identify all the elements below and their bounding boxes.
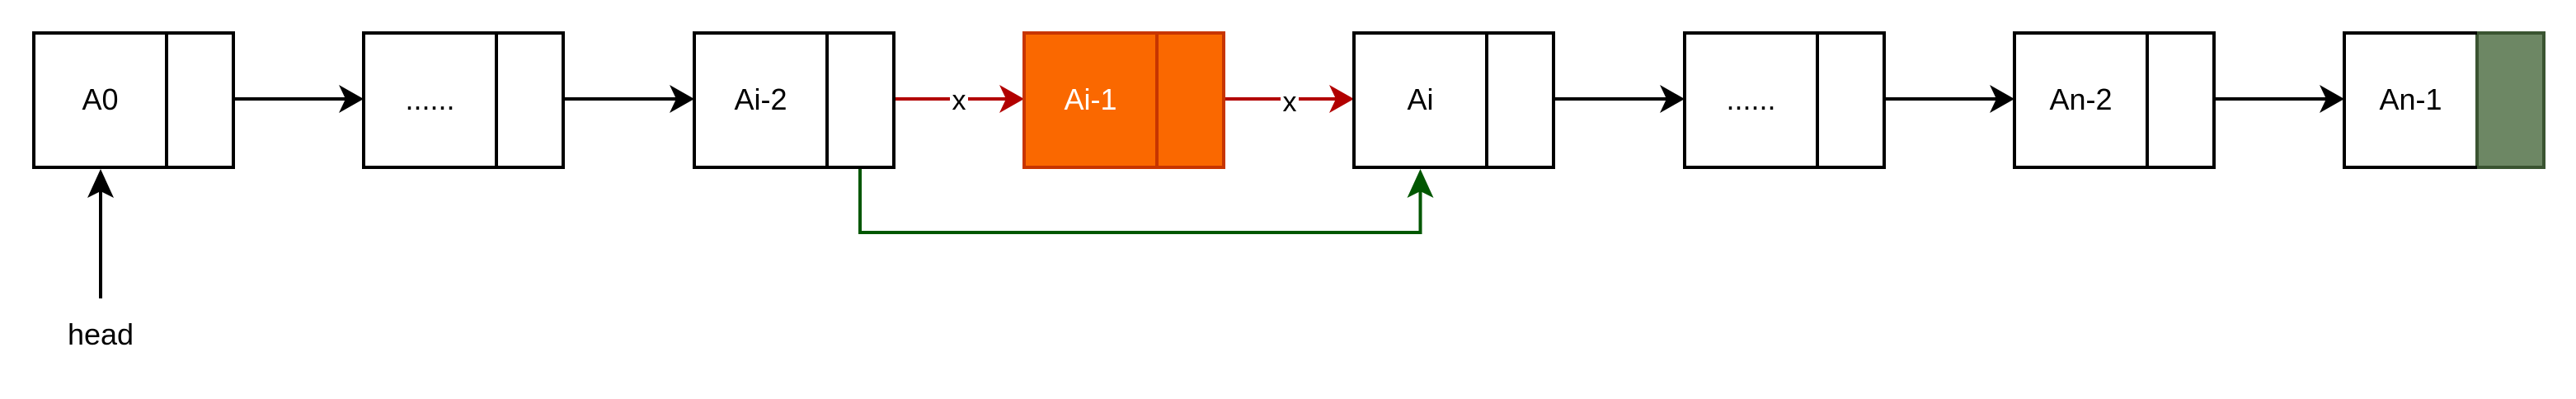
node-pointer-cell	[1485, 31, 1555, 169]
list-node: An-2	[2013, 31, 2216, 169]
head-arrowhead-icon	[87, 169, 114, 198]
link-arrowhead-icon	[999, 85, 1024, 113]
node-label: A0	[82, 82, 118, 116]
link-arrowhead-icon	[1329, 85, 1354, 113]
node-pointer-cell	[1816, 31, 1886, 169]
head-label: head	[68, 317, 134, 351]
node-label: Ai-1	[1064, 82, 1116, 116]
node-pointer-cell	[825, 31, 895, 169]
list-node: ......	[1683, 31, 1886, 169]
link-new	[858, 134, 1434, 234]
node-pointer-cell	[2146, 31, 2216, 169]
node-pointer-cell	[495, 31, 565, 169]
node-data-cell	[1683, 31, 1819, 169]
list-node: An-1	[2343, 31, 2545, 169]
cut-mark-bg	[950, 91, 968, 109]
link-removed: x	[1190, 85, 1354, 118]
list-node: A0	[32, 31, 235, 169]
node-label: ......	[405, 82, 454, 116]
node-pointer-cell	[1155, 31, 1225, 169]
link-arrowhead-icon	[1990, 85, 2014, 113]
link-arrowhead-icon	[1660, 85, 1685, 113]
link-arrowhead-icon	[670, 85, 694, 113]
nodes-layer: A0...... Ai-2 Ai-1 Ai...... An-2 An-1	[32, 31, 2545, 169]
cut-mark-label: x	[952, 85, 966, 116]
link-arrowhead-icon	[339, 85, 364, 113]
list-node: Ai-2	[693, 31, 895, 169]
null-pointer-cell	[2475, 31, 2545, 169]
link-arrowhead-icon	[2320, 85, 2344, 113]
head-pointer-group: head	[68, 169, 134, 351]
list-node: Ai-1	[1022, 31, 1225, 169]
cut-mark-bg	[1281, 91, 1299, 109]
node-pointer-cell	[165, 31, 235, 169]
node-label: An-1	[2379, 82, 2442, 116]
list-node: Ai	[1352, 31, 1555, 169]
node-label: ......	[1726, 82, 1775, 116]
node-label: Ai	[1407, 82, 1433, 116]
node-data-cell	[1022, 31, 1159, 169]
node-label: Ai-2	[734, 82, 787, 116]
node-label: An-2	[2049, 82, 2112, 116]
new-link-arrowhead-icon	[1407, 169, 1434, 198]
new-link-line	[858, 134, 1422, 234]
node-data-cell	[1352, 31, 1488, 169]
list-node: ......	[362, 31, 565, 169]
node-outline	[2343, 31, 2477, 169]
cut-mark-label: x	[1283, 87, 1297, 118]
